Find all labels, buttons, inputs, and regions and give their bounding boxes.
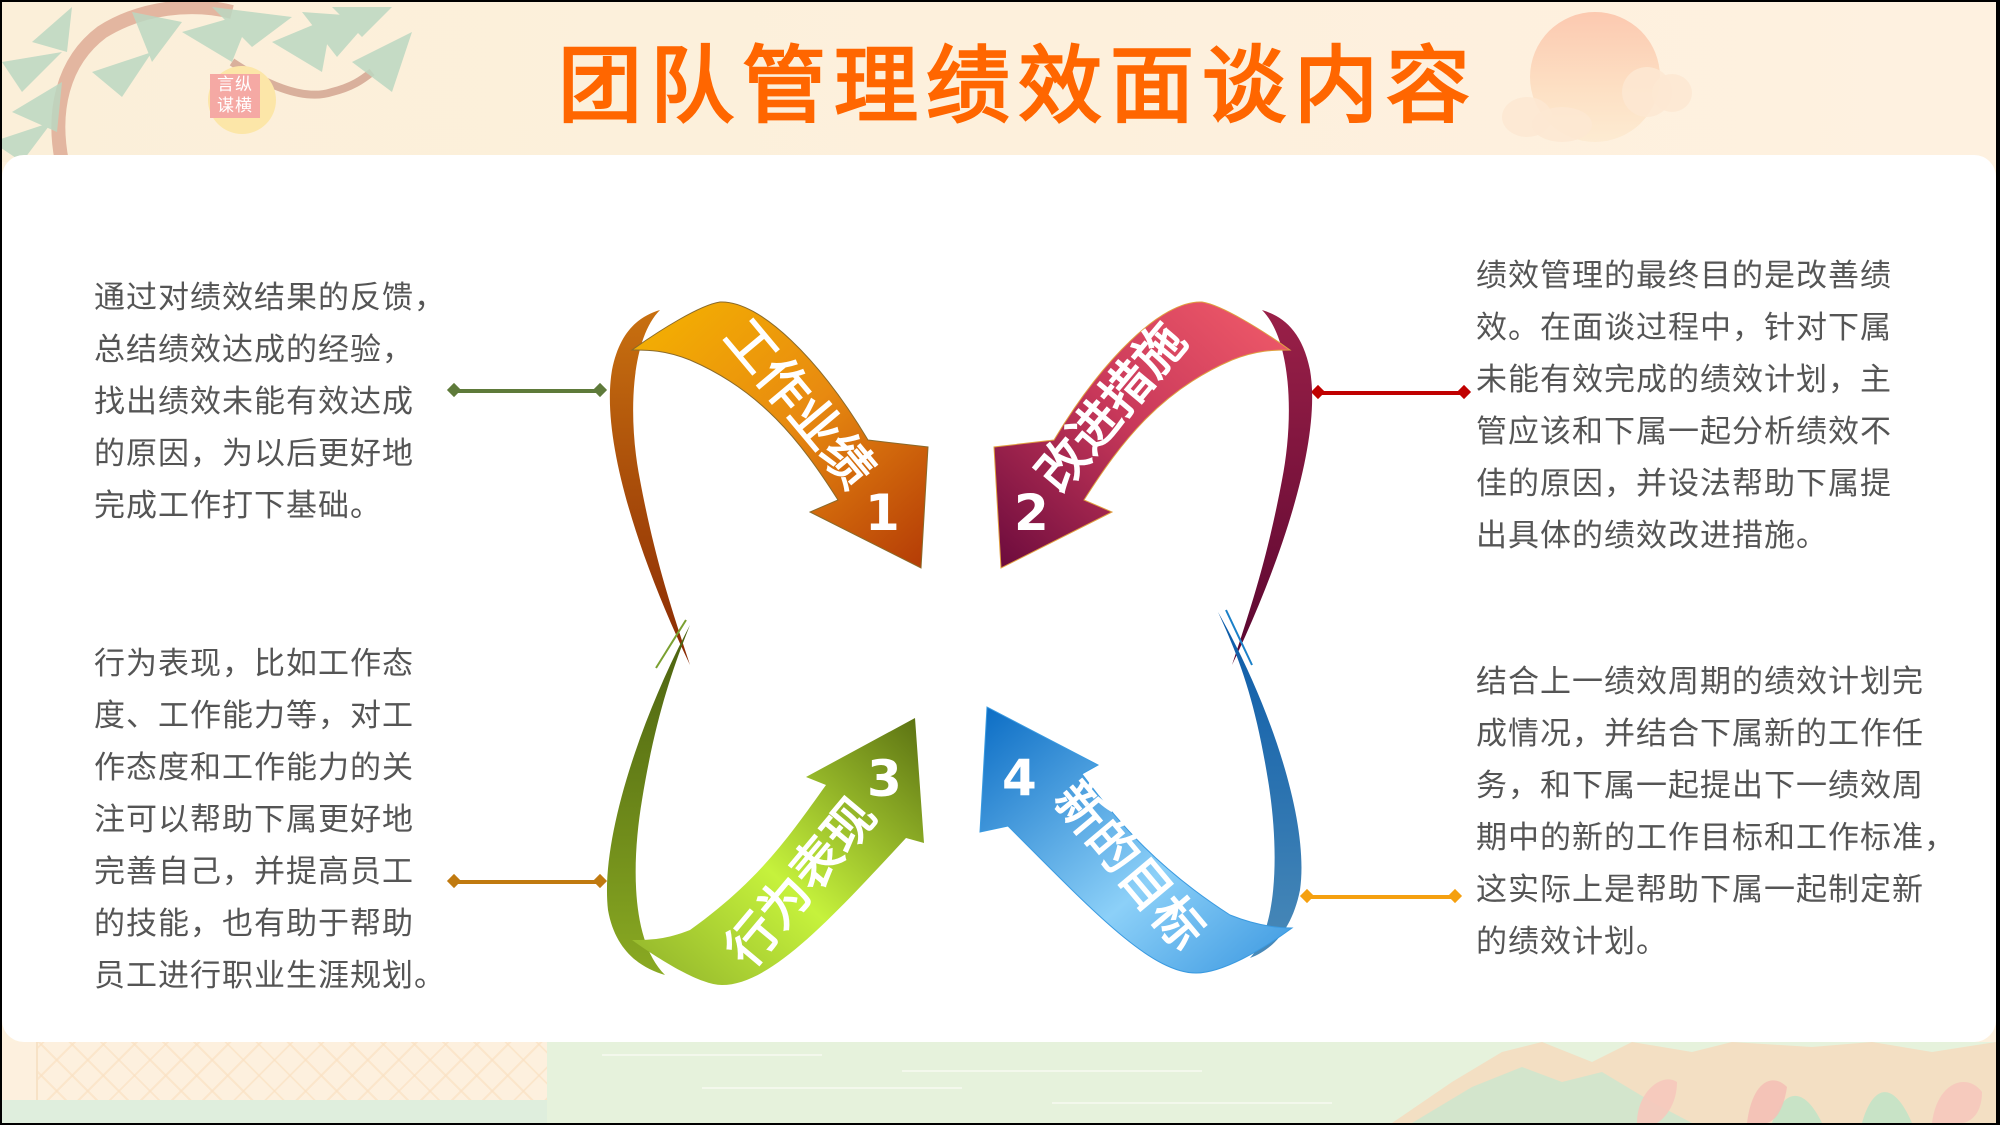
arrow-2-label: 改进措施 bbox=[1025, 312, 1198, 502]
seal-char: 言 bbox=[217, 75, 235, 95]
description-line: 的绩效计划。 bbox=[1476, 924, 1668, 960]
description-line: 完善自己，并提高员工 bbox=[94, 854, 414, 890]
seal-char: 横 bbox=[235, 96, 253, 116]
header-background: 言纵谋横 团队管理绩效面谈内容 bbox=[2, 2, 1996, 162]
description-line: 完成工作打下基础。 bbox=[94, 488, 382, 524]
cloud-decoration bbox=[1652, 74, 1692, 112]
description-behavior-performance: 行为表现，比如工作态 度、工作能力等，对工 作态度和工作能力的关 注可以帮助下属… bbox=[94, 638, 446, 1002]
arrow-2-number: 2 bbox=[1014, 484, 1049, 542]
arrow-crossing-decoration bbox=[1225, 609, 1253, 666]
water-ripple bbox=[602, 1054, 822, 1056]
description-line: 效。在面谈过程中，针对下属 bbox=[1476, 310, 1892, 346]
arrow-2-improvement-measures bbox=[993, 301, 1313, 665]
cloud-decoration bbox=[1532, 107, 1592, 142]
description-line: 这实际上是帮助下属一起制定新 bbox=[1476, 872, 1924, 908]
description-line: 通过对绩效结果的反馈， bbox=[94, 280, 446, 316]
description-line: 度、工作能力等，对工 bbox=[94, 698, 414, 734]
water-ripple bbox=[1052, 1102, 1332, 1104]
description-line: 佳的原因，并设法帮助下属提 bbox=[1476, 466, 1892, 502]
description-line: 找出绩效未能有效达成 bbox=[94, 384, 414, 420]
pine-tree-decoration bbox=[2, 2, 412, 162]
content-panel bbox=[2, 155, 1996, 1042]
arrow-3-number: 3 bbox=[867, 750, 902, 808]
arrow-1-work-performance bbox=[609, 301, 929, 665]
description-line: 绩效管理的最终目的是改善绩 bbox=[1476, 258, 1892, 294]
description-line: 员工进行职业生涯规划。 bbox=[94, 958, 446, 994]
description-line: 出具体的绩效改进措施。 bbox=[1476, 518, 1828, 554]
lattice-wall-decoration bbox=[2, 1042, 547, 1100]
description-work-performance: 通过对绩效结果的反馈， 总结绩效达成的经验， 找出绩效未能有效达成 的原因，为以… bbox=[94, 272, 446, 532]
description-line: 注可以帮助下属更好地 bbox=[94, 802, 414, 838]
mountain-lotus-decoration bbox=[1392, 1042, 1996, 1123]
description-line: 作态度和工作能力的关 bbox=[94, 750, 414, 786]
description-line: 未能有效完成的绩效计划，主 bbox=[1476, 362, 1892, 398]
connector-line-4 bbox=[1307, 895, 1455, 899]
water-ripple bbox=[902, 1070, 1202, 1072]
description-line: 的原因，为以后更好地 bbox=[94, 436, 414, 472]
description-line: 结合上一绩效周期的绩效计划完 bbox=[1476, 664, 1924, 700]
description-line: 行为表现，比如工作态 bbox=[94, 646, 414, 682]
wall-base-decoration bbox=[2, 1100, 547, 1123]
connector-line-3 bbox=[454, 880, 600, 884]
arrow-1-number: 1 bbox=[865, 484, 900, 542]
description-line: 务，和下属一起提出下一绩效周 bbox=[1476, 768, 1924, 804]
water-ripple bbox=[702, 1087, 962, 1089]
footer-background bbox=[2, 1042, 1996, 1123]
seal-char: 谋 bbox=[217, 96, 235, 116]
description-line: 的技能，也有助于帮助 bbox=[94, 906, 414, 942]
description-improvement-measures: 绩效管理的最终目的是改善绩 效。在面谈过程中，针对下属 未能有效完成的绩效计划，… bbox=[1476, 250, 1892, 562]
connector-line-2 bbox=[1318, 391, 1464, 395]
description-line: 总结绩效达成的经验， bbox=[94, 332, 414, 368]
page-title: 团队管理绩效面谈内容 bbox=[558, 37, 1479, 135]
description-line: 成情况，并结合下属新的工作任 bbox=[1476, 716, 1924, 752]
arrow-4-new-goals bbox=[979, 612, 1302, 974]
connector-line-1 bbox=[454, 389, 600, 393]
description-line: 管应该和下属一起分析绩效不 bbox=[1476, 414, 1892, 450]
arrow-1-label: 工作业绩 bbox=[713, 308, 886, 498]
brick-decoration bbox=[2, 1042, 38, 1100]
description-new-goals: 结合上一绩效周期的绩效计划完 成情况，并结合下属新的工作任 务，和下属一起提出下… bbox=[1476, 656, 1956, 968]
seal-char: 纵 bbox=[235, 75, 253, 95]
arrow-4-number: 4 bbox=[1002, 749, 1037, 807]
arrow-crossing-decoration bbox=[655, 619, 687, 669]
description-line: 期中的新的工作目标和工作标准， bbox=[1476, 820, 1956, 856]
arrow-3-behavior-performance bbox=[606, 625, 924, 985]
seal-logo: 言纵谋横 bbox=[210, 74, 260, 118]
